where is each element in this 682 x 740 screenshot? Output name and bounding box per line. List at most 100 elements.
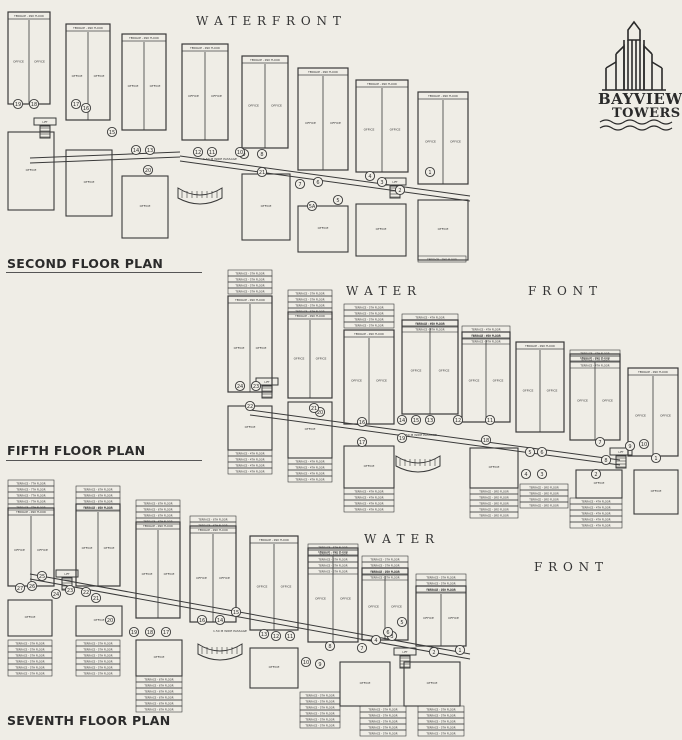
seventh-unit-22-number: 22 [83,590,89,596]
seventh-terrace-h-row-label-2: TERRACE - 5TH FLOOR [15,653,44,657]
seventh-terrace-h-row-label-4: TERRACE - 5TH FLOOR [15,665,44,669]
second-tower-6-office-a: OFFICE [364,128,375,132]
fifth-unit-21-marker [308,402,320,414]
seventh-tower-4-office-a: OFFICE [257,585,268,589]
fifth-unit-24-number: 24 [237,384,243,390]
fifth-unit-15-marker [410,414,422,426]
seventh-unit-27-marker [14,582,26,594]
fifth-tower-7-office-b: OFFICE [660,413,671,417]
fifth-unit-23-number: 23 [253,384,259,390]
fifth-tower-1-terrace-label: TERRACE - 2ND FLOOR [295,314,325,318]
seventh-terrace-i-row-label-3: TERRACE - 5TH FLOOR [83,659,112,663]
second-unit-1-marker [424,166,436,178]
seventh-tower-4-terrace-strip [249,535,299,544]
second-tower-3-office-a: OFFICE [188,94,199,98]
second-unit-17-marker [70,98,82,110]
fifth-back-office-3-label: OFFICE [489,465,500,469]
seventh-unit-20-number: 20 [107,618,113,624]
second-tower-3-office-b: OFFICE [211,94,222,98]
seventh-terrace-b-row-label-3: TERRACE - 6TH FLOOR [83,505,112,509]
seventh-unit-17-number: 17 [163,630,169,636]
second-tower-2-terrace-label: TERRACE - 2ND FLOOR [129,36,159,40]
seventh-terrace-b-row-3 [75,503,121,511]
seventh-tower-0-office-b: OFFICE [37,548,48,552]
second-tower-4-office-b: OFFICE [271,104,282,108]
second-tower-5-terrace-strip [297,67,349,76]
seventh-terrace-h-row-label-5: TERRACE - 5TH FLOOR [15,671,44,675]
second-back-office-4 [297,205,349,253]
seventh-terrace-f-row-3 [361,573,409,581]
seventh-unit-16-marker [196,614,208,626]
second-unit-14-marker [130,144,142,156]
fifth-unit-10-number: 10 [641,442,647,448]
second-unit-10-number: 10 [237,150,243,156]
fifth-terrace-j-row-label-4: TERRACE - 3RD FLOOR [479,513,509,517]
fifth-unit-5-number: 5 [528,450,531,456]
fifth-terrace-g-row-label-1: TERRACE - 4TH FLOOR [235,457,264,461]
seventh-terrace-a-row-label-3: TERRACE - 7TH FLOOR [16,499,45,503]
seventh-unit-25-number: 25 [39,574,45,580]
fifth-core-a-stair [261,385,273,399]
seventh-tower-0-office-a: OFFICE [14,548,25,552]
fifth-terrace-h-row-label-3: TERRACE - 4TH FLOOR [295,477,324,481]
second-unit-11-number: 11 [209,150,215,156]
seventh-unit-14-number: 14 [217,618,223,624]
second-unit-2-marker [394,184,406,196]
seventh-terrace-l-row-label-2: TERRACE - 5TH FLOOR [368,719,397,723]
second-unit-21-number: 21 [259,170,265,176]
seventh-terrace-e-row-label-2: TERRACE - 5TH FLOOR [318,557,347,561]
seventh-unit-18-marker [144,626,156,638]
second-unit-4-number: 4 [368,174,371,180]
fifth-terrace-c-row-label-1: TERRACE - 5TH FLOOR [354,311,383,315]
fifth-terrace-e-row-label-2: TERRACE - 4TH FLOOR [471,339,500,343]
fifth-terrace-h-row-label-0: TERRACE - 4TH FLOOR [295,459,324,463]
fifth-unit-8-number: 8 [604,458,607,464]
second-back-office-2 [121,175,169,239]
second-unit-8-number: 8 [260,152,263,158]
fifth-unit-3-marker [536,468,548,480]
seventh-terrace-k-row-5 [299,721,341,729]
seventh-unit-4-marker [370,634,382,646]
fifth-core-b-stair [615,455,627,469]
fifth-tower-0-office-a: OFFICE [234,346,245,350]
seventh-terrace-g-row-label-2: TERRACE - 5TH FLOOR [426,587,455,591]
seventh-terrace-d-row-label-0: TERRACE - 6TH FLOOR [198,517,227,521]
fifth-unit-10-marker [638,438,650,450]
second-back-office-0 [7,131,55,211]
second-tower-0-terrace-strip [7,11,51,20]
seventh-terrace-c-row-3 [135,517,181,525]
seventh-water-label: W A T E R [364,532,436,546]
second-passage-b-bottom [179,160,471,202]
seventh-back-office-1 [75,605,123,637]
seventh-unit-23-marker [64,584,76,596]
second-unit-15-number: 15 [109,130,115,136]
second-tower-6-terrace-label: TERRACE - 2ND FLOOR [367,82,397,86]
fifth-terrace-k-row-label-3: TERRACE - 3RD FLOOR [529,503,559,507]
fifth-terrace-g-row-label-2: TERRACE - 4TH FLOOR [235,463,264,467]
seventh-lobby [197,643,243,661]
seventh-tower-4-office-b: OFFICE [281,585,292,589]
fifth-unit-7-marker [594,436,606,448]
seventh-terrace-f-row-label-2: TERRACE - 5TH FLOOR [370,569,399,573]
second-tower-1-terrace-strip [65,23,111,32]
fifth-title-rule [6,460,202,461]
seventh-unit-9-number: 9 [318,662,321,668]
seventh-terrace-d-row-label-1: TERRACE - 6TH FLOOR [198,523,227,527]
seventh-terrace-i-row-5 [75,669,121,677]
seventh-terrace-c-row-label-1: TERRACE - 6TH FLOOR [143,507,172,511]
second-title-rule [6,272,202,273]
fifth-tower-4-office-b: OFFICE [493,379,504,383]
fifth-unit-19-number: 19 [399,436,405,442]
seventh-unit-9-marker [314,658,326,670]
seventh-back-office-0 [7,599,53,637]
seventh-unit-21-marker [90,592,102,604]
fifth-unit-24-marker [234,380,246,392]
second-unit-12-number: 12 [195,150,201,156]
second-unit-13-number: 13 [147,148,153,154]
second-passage-label: 1.50 M WIDE PASSAGE [203,157,237,161]
seventh-back-office-0-label: OFFICE [25,615,36,619]
seventh-unit-12-marker [270,630,282,642]
fifth-passage-bottom [249,414,621,466]
seventh-unit-5-marker [396,616,408,628]
